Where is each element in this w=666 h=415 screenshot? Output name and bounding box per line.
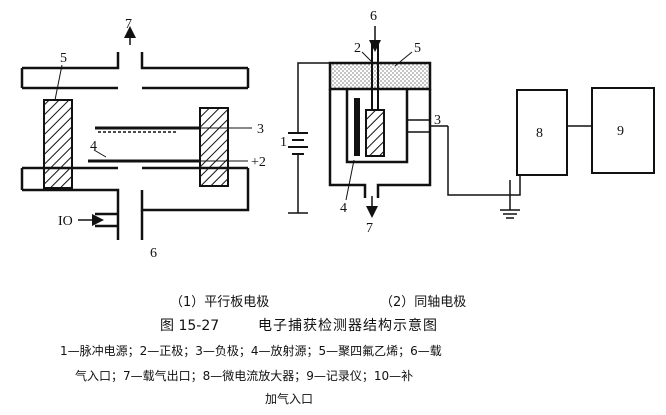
label-10-left: IO: [58, 214, 73, 229]
micro-current-amplifier: [516, 89, 568, 176]
pulse-power-circuit: [288, 62, 521, 219]
label-5-right: 5: [414, 41, 421, 56]
label-4-right: 4: [340, 201, 347, 216]
label-1-right: 1: [280, 135, 287, 150]
label-7-left: 7: [125, 17, 132, 32]
label-6-right: 6: [370, 9, 377, 24]
coaxial-anode: [365, 109, 385, 157]
figure-title: 电子捕获检测器结构示意图: [258, 318, 438, 334]
label-plus2-left: +2: [251, 155, 266, 170]
coaxial-detector: [328, 40, 448, 198]
label-5-left: 5: [60, 51, 67, 66]
label-4-left: 4: [90, 139, 97, 154]
caption-coaxial: （2）同轴电极: [380, 295, 467, 310]
label-7-right: 7: [366, 221, 373, 236]
right-ptfe-block: [199, 107, 229, 187]
label-8: 8: [536, 126, 543, 141]
subfigure-captions: （1）平行板电极 （2）同轴电极: [0, 291, 666, 311]
label-2-right: 2: [354, 41, 361, 56]
left-ptfe-block: [43, 99, 73, 189]
legend-line-1: 1—脉冲电源；2—正极；3—负极；4—放射源；5—聚四氟乙烯；6—载: [60, 344, 442, 358]
coaxial-radioactive-source: [354, 98, 360, 156]
legend-line-3: 加气入口: [265, 392, 314, 406]
label-6-left: 6: [150, 246, 157, 261]
legend-line-2: 气入口；7—载气出口；8—微电流放大器；9—记录仪；10—补: [75, 369, 414, 383]
figure-number: 图 15-27: [160, 318, 220, 334]
detector-diagram: 5 7 3 4 +2 IO 6 6 2 5 1 3 4 7 8 9: [20, 9, 655, 261]
label-3-right: 3: [434, 113, 441, 128]
caption-parallel-plate: （1）平行板电极: [170, 295, 270, 310]
recorder: [591, 87, 655, 174]
label-3-left: 3: [257, 122, 264, 137]
label-9: 9: [617, 124, 624, 139]
